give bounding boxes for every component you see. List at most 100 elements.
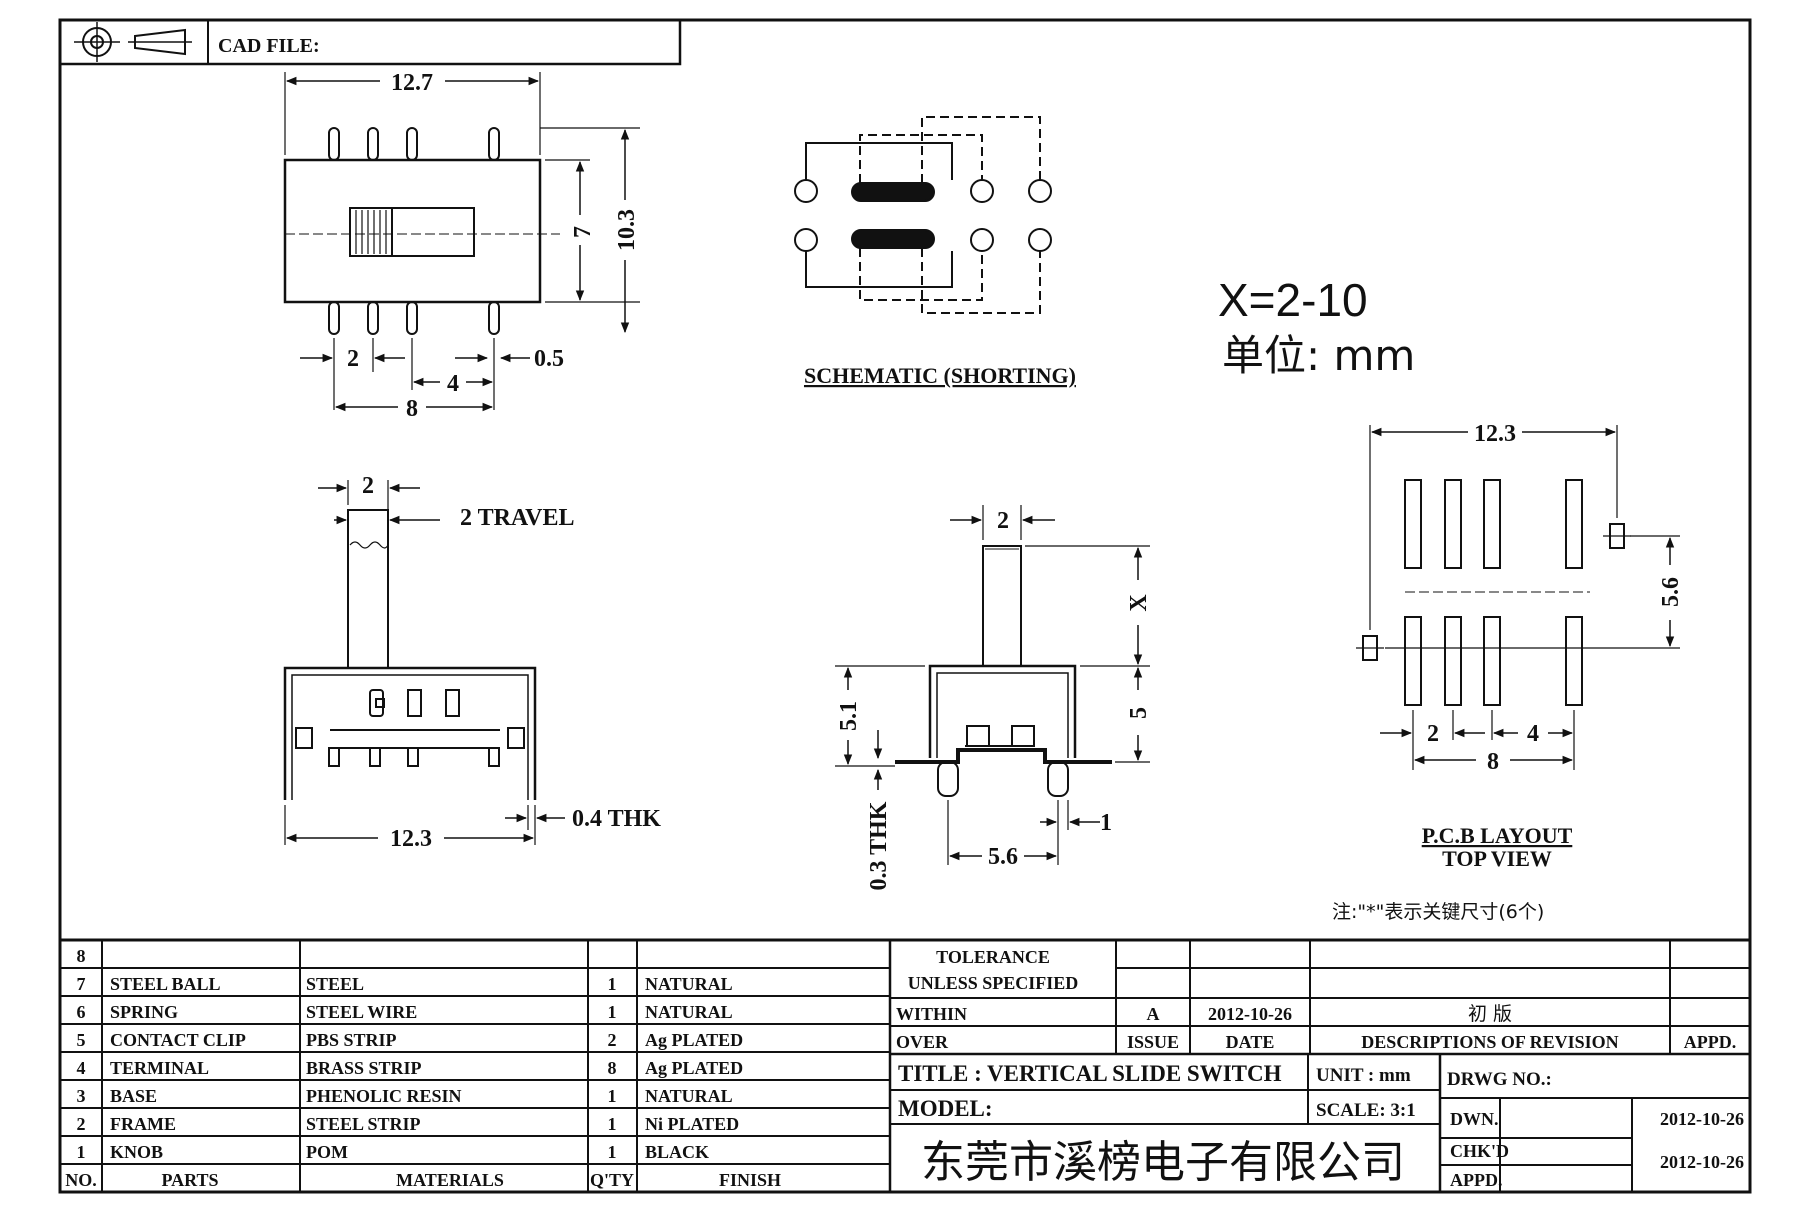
bom-row-part: STEEL BALL [110,974,221,994]
bom-header-no: NO. [65,1170,97,1190]
bom-row-no: 8 [77,946,86,966]
bom-row-material: STEEL WIRE [306,1002,417,1022]
sheet-border [58,18,1752,1194]
header-cell: CAD FILE: [58,18,682,66]
end-dim-knob: 2 [997,508,1009,534]
end-dim-body: 5 [1126,707,1152,719]
bom-row-no: 1 [77,1142,86,1162]
bom-row-qty: 1 [608,974,617,994]
bom-row-material: PHENOLIC RESIN [306,1086,462,1106]
cad-file-label: CAD FILE: [218,35,320,57]
bom-header-qty: Q'TY [590,1170,634,1190]
bom-row-material: STEEL [306,974,364,994]
schematic-caption: SCHEMATIC (SHORTING) [804,363,1076,388]
bom-row-part: SPRING [110,1002,178,1022]
bom-row-finish: Ag PLATED [645,1058,743,1078]
pcb-caption-line1: P.C.B LAYOUT [1422,823,1573,848]
bom-header-finish: FINISH [719,1170,781,1190]
x-range-note: X=2-10 [1218,274,1368,326]
end-dim-leg: 1 [1100,810,1112,836]
tolerance-line2: UNLESS SPECIFIED [908,973,1079,993]
bom-row-finish: Ni PLATED [645,1114,739,1134]
revision-description-value: 初 版 [1468,1003,1512,1025]
pcb-caption-line2: TOP VIEW [1442,846,1552,871]
title-block-grid [890,1054,1750,1192]
bom-row-material: POM [306,1142,348,1162]
unit-note: 单位: mm [1222,331,1415,380]
pcb-dim-pitch: 2 [1427,721,1439,747]
checked-label: CHK'D [1450,1141,1509,1161]
side-view [283,480,565,845]
revision-issue-label: ISSUE [1127,1032,1179,1052]
bom-row-qty: 1 [608,1114,617,1134]
top-dim-pin-thk: 0.5 [534,346,564,372]
bom-row-no: 2 [77,1114,86,1134]
bom-row-material: STEEL STRIP [306,1114,421,1134]
bom-row-qty: 1 [608,1086,617,1106]
pcb-dim-span: 8 [1487,749,1499,775]
bom-row-qty: 1 [608,1142,617,1162]
revision-date-label: DATE [1226,1032,1275,1052]
tolerance-over: OVER [896,1032,949,1052]
bom-row-finish: Ag PLATED [645,1030,743,1050]
first-angle-projection-icon [74,22,192,62]
side-travel-label: 2 TRAVEL [460,505,575,531]
bom-row-part: BASE [110,1086,157,1106]
revision-issue-value: A [1147,1004,1160,1024]
bom-row-qty: 2 [608,1030,617,1050]
bom-row-part: FRAME [110,1114,176,1134]
drawing-title: TITLE : VERTICAL SLIDE SWITCH [898,1061,1282,1086]
revision-date-value: 2012-10-26 [1208,1004,1292,1024]
top-dim-height-outer: 10.3 [614,209,640,251]
end-dim-leg-span: 5.6 [988,844,1018,870]
scale-field: SCALE: 3:1 [1316,1100,1416,1121]
end-dim-body-left: 5.1 [836,701,862,731]
schematic-symbol [794,116,1052,314]
top-dim-pin-pitch: 2 [347,346,359,372]
pcb-dim-width: 12.3 [1474,421,1516,447]
bom-row-material: PBS STRIP [306,1030,397,1050]
bom-row-finish: BLACK [645,1142,709,1162]
model-label: MODEL: [898,1096,993,1121]
top-dim-overall: 12.7 [391,70,433,96]
end-dim-x: X [1126,594,1152,612]
end-dim-thk: 0.3 THK [866,801,892,890]
drawn-label: DWN. [1450,1109,1499,1129]
pcb-dim-gap: 4 [1527,721,1539,747]
bom-row-finish: NATURAL [645,974,733,994]
bom-row-part: KNOB [110,1142,163,1162]
side-thk-label: 0.4 THK [572,806,661,832]
unit-field: UNIT : mm [1316,1065,1411,1086]
bom-row-qty: 1 [608,1002,617,1022]
top-dim-height-inner: 7 [570,226,596,238]
bom-rows: 8 7 STEEL BALL STEEL 1 NATURAL 6 SPRING … [65,946,781,1190]
key-dimension-note: 注:"*"表示关键尺寸(6个) [1332,901,1544,923]
revision-approved-label: APPD. [1684,1032,1737,1052]
top-dim-pin-gap: 4 [447,371,459,397]
bom-row-part: TERMINAL [110,1058,209,1078]
top-view [283,72,640,412]
revision-grid [890,940,1750,1056]
side-dim-width: 12.3 [390,826,432,852]
check-date: 2012-10-26 [1660,1152,1744,1172]
approved-label: APPD. [1450,1170,1503,1190]
drawing-number-label: DRWG NO.: [1447,1069,1552,1090]
bom-row-qty: 8 [608,1058,617,1078]
top-dim-pin-span: 8 [406,396,418,422]
bom-row-no: 6 [77,1002,86,1022]
end-view [835,505,1150,865]
bom-row-no: 7 [77,974,86,994]
bom-row-no: 3 [77,1086,86,1106]
bom-row-finish: NATURAL [645,1086,733,1106]
side-dim-knob: 2 [362,473,374,499]
bom-row-material: BRASS STRIP [306,1058,422,1078]
tolerance-line1: TOLERANCE [936,947,1050,967]
bom-row-no: 5 [77,1030,86,1050]
bom-row-finish: NATURAL [645,1002,733,1022]
tolerance-within: WITHIN [896,1004,967,1024]
bom-row-no: 4 [77,1058,86,1078]
bom-row-part: CONTACT CLIP [110,1030,246,1050]
bom-table [60,938,1750,1192]
pcb-dim-row-gap: 5.6 [1658,577,1684,607]
